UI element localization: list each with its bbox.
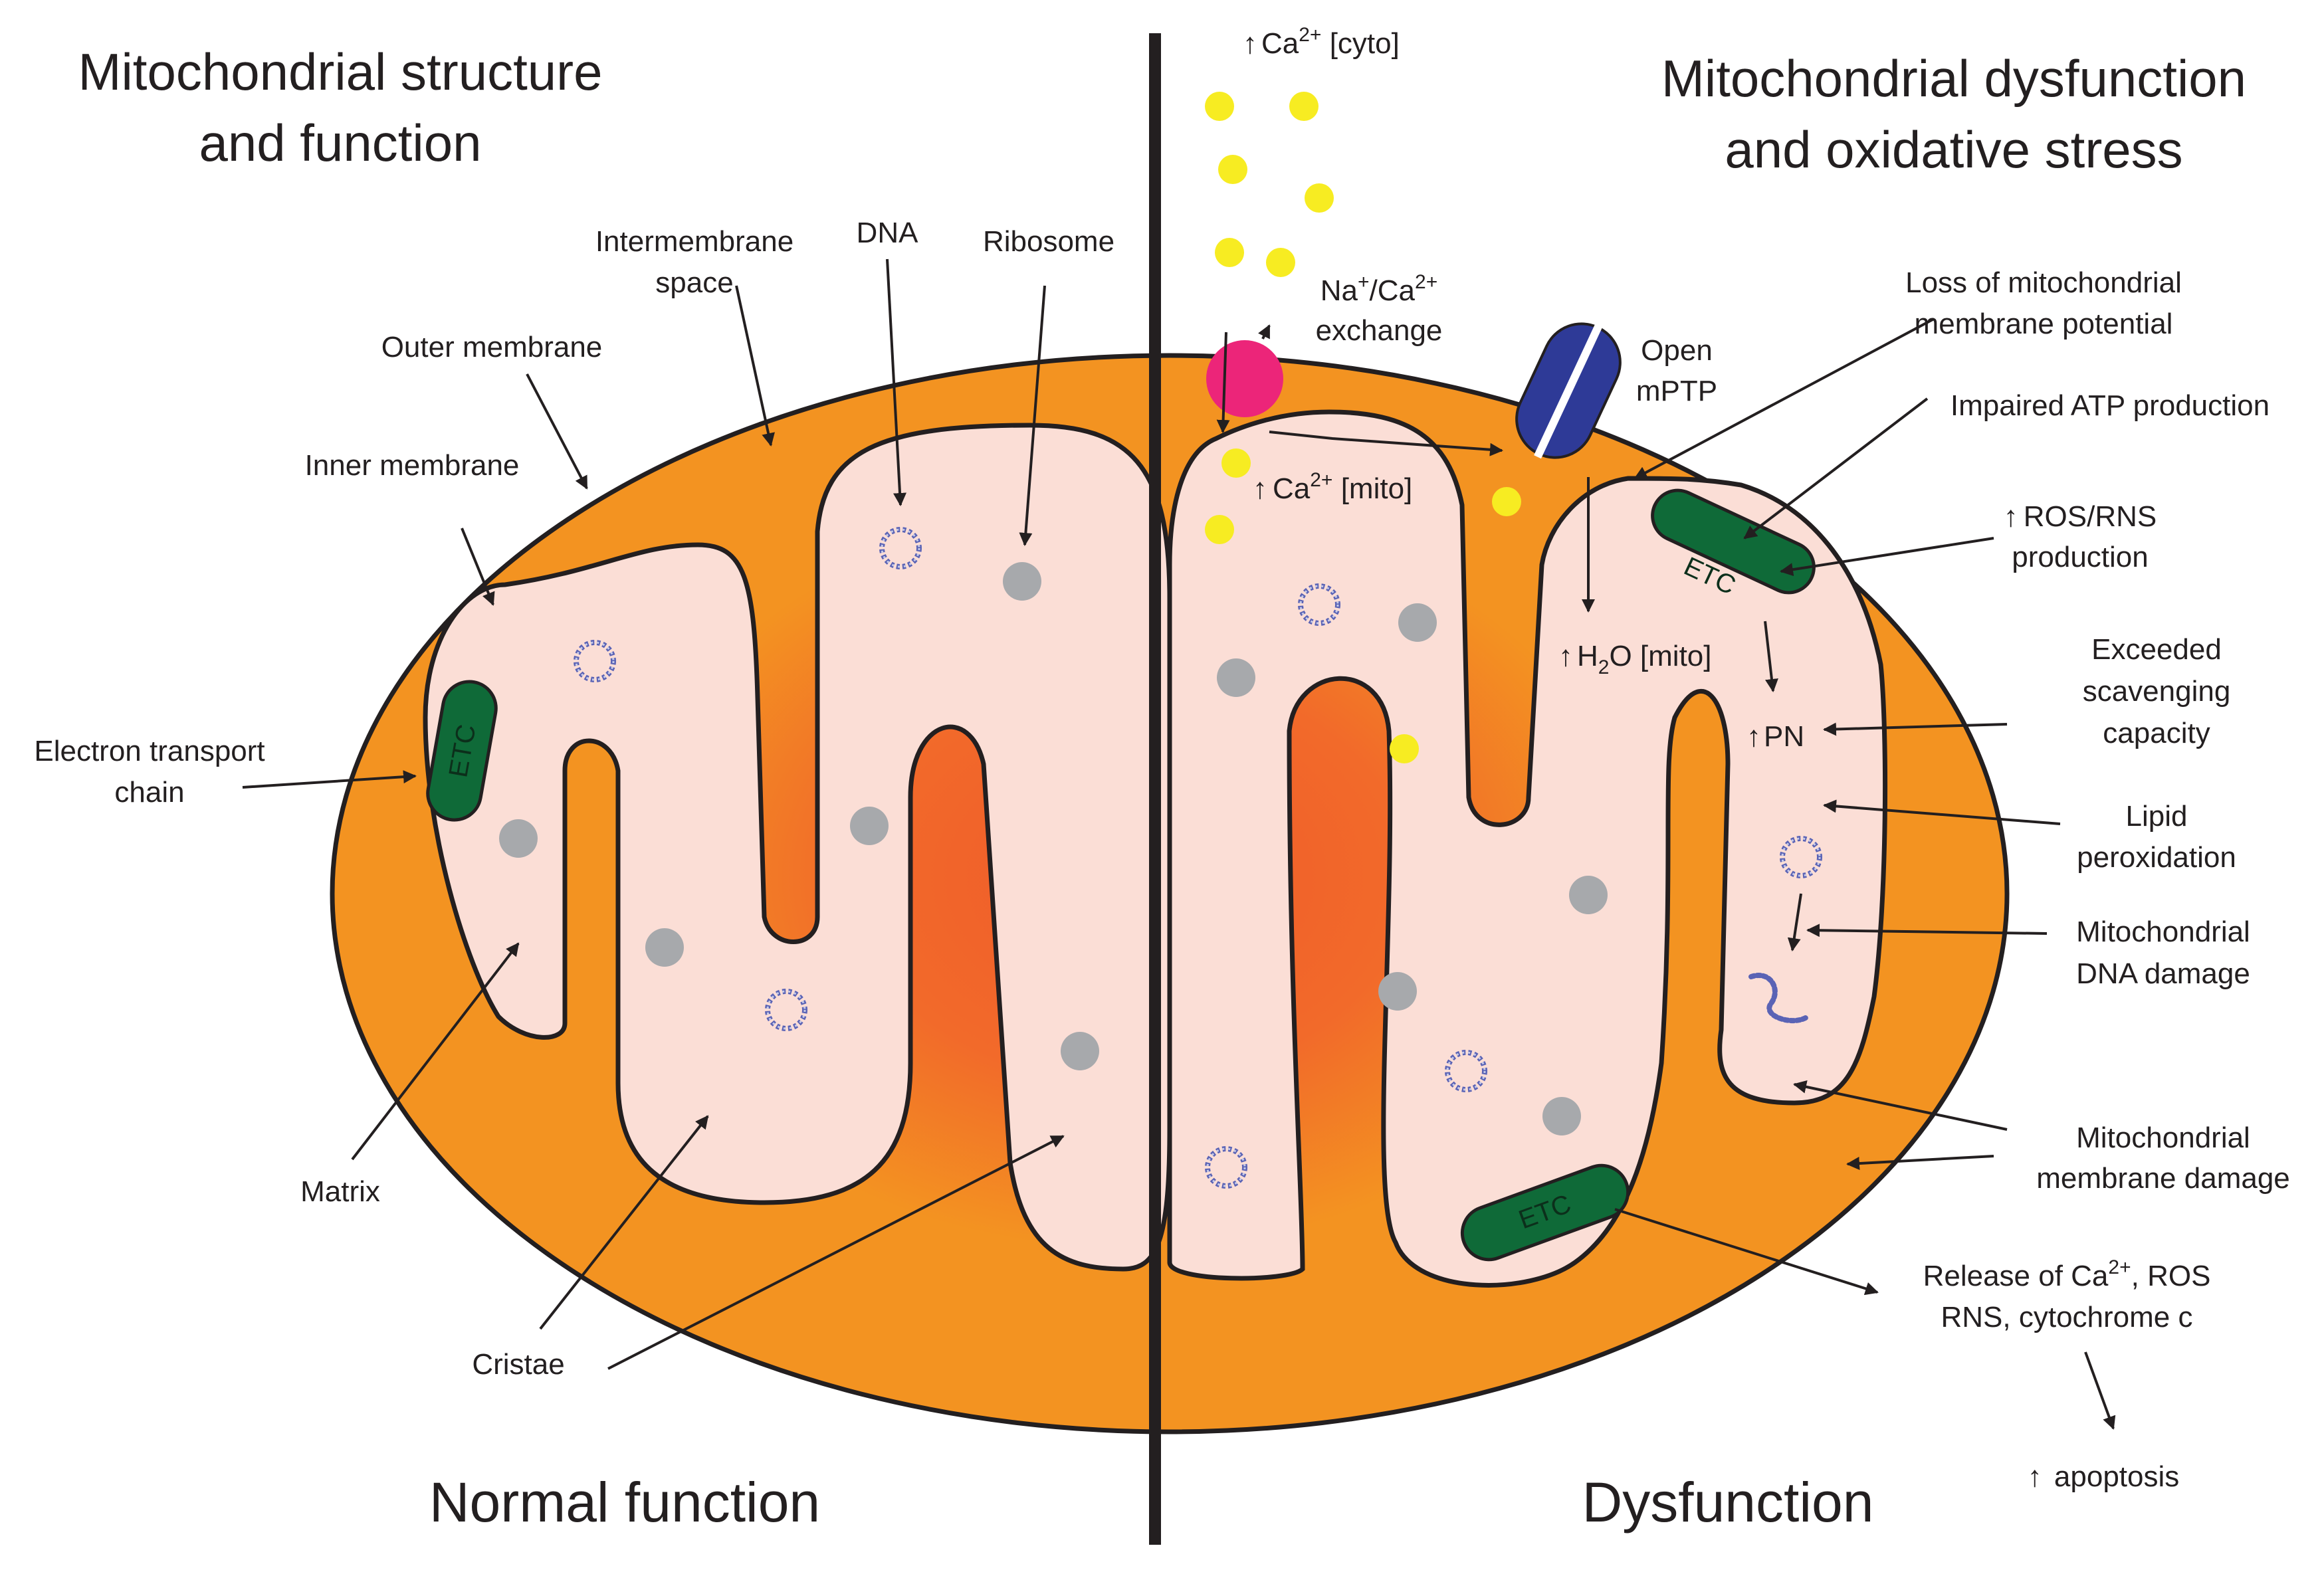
label-dna: DNA bbox=[857, 217, 919, 249]
ribosome bbox=[1217, 658, 1255, 697]
label-ca-cyto: ↑Ca2+ [cyto] bbox=[1243, 24, 1400, 60]
calcium-ion bbox=[1218, 155, 1247, 184]
label-fragment: 2+ bbox=[1415, 271, 1437, 293]
calcium-ion bbox=[1492, 487, 1521, 516]
label-apoptosis: ↑ apoptosis bbox=[2028, 1460, 2180, 1493]
label-ribosome: Ribosome bbox=[983, 225, 1114, 258]
label-fragment: , ROS bbox=[2131, 1260, 2211, 1292]
label-release-2: RNS, cytochrome c bbox=[1941, 1301, 2193, 1333]
ribosome bbox=[1542, 1097, 1581, 1135]
label-h2o: ↑H2O [mito] bbox=[1558, 640, 1712, 678]
left-footer: Normal function bbox=[429, 1471, 820, 1533]
label-fragment: Ca bbox=[1261, 27, 1299, 60]
label-fragment: O [mito] bbox=[1609, 640, 1711, 672]
calcium-ion bbox=[1305, 183, 1334, 213]
calcium-ion bbox=[1215, 238, 1244, 267]
right-title-line1: Mitochondrial dysfunction bbox=[1661, 49, 2246, 108]
label-etc-2: chain bbox=[114, 776, 184, 809]
label-fragment: H bbox=[1577, 640, 1598, 672]
label-naca-2: exchange bbox=[1316, 314, 1443, 347]
label-inner-membrane: Inner membrane bbox=[305, 449, 520, 482]
left-title-line2: and function bbox=[199, 114, 481, 172]
damaged-dna bbox=[1748, 973, 1810, 1024]
ribosome bbox=[1061, 1032, 1099, 1070]
ribosome bbox=[645, 928, 684, 967]
label-impaired-atp: Impaired ATP production bbox=[1951, 389, 2270, 422]
label-loss-1: Loss of mitochondrial bbox=[1905, 266, 2182, 299]
label-fragment: 2+ bbox=[2108, 1256, 2131, 1278]
na-ca-exchanger bbox=[1206, 340, 1283, 417]
calcium-ion bbox=[1266, 248, 1295, 277]
label-ros-2: production bbox=[2012, 541, 2148, 573]
label-fragment: Ca bbox=[1273, 472, 1311, 505]
label-fragment: [mito] bbox=[1332, 472, 1412, 505]
label-fragment: Release of Ca bbox=[1923, 1260, 2109, 1292]
label-release-1: Release of Ca2+, ROS bbox=[1923, 1256, 2211, 1292]
calcium-ions bbox=[1205, 92, 1521, 763]
label-fragment: PN bbox=[1764, 720, 1804, 753]
label-fragment: 2 bbox=[1598, 656, 1610, 678]
label-loss-2: membrane potential bbox=[1915, 308, 2173, 340]
label-open: Open bbox=[1641, 334, 1713, 367]
label-outer-membrane: Outer membrane bbox=[381, 331, 603, 363]
label-fragment: ↑ bbox=[1243, 27, 1257, 60]
ribosome bbox=[1569, 876, 1608, 914]
calcium-ion bbox=[1205, 92, 1234, 121]
ribosome bbox=[1003, 562, 1041, 601]
calcium-ion bbox=[1221, 448, 1251, 478]
right-footer: Dysfunction bbox=[1582, 1471, 1874, 1533]
label-fragment: 2+ bbox=[1310, 469, 1332, 491]
left-title-line1: Mitochondrial structure bbox=[78, 43, 603, 101]
label-fragment: /Ca bbox=[1370, 274, 1416, 307]
label-ros-1: ↑ROS/RNS bbox=[2004, 500, 2157, 533]
label-mptp: mPTP bbox=[1636, 375, 1717, 407]
right-title-line2: and oxidative stress bbox=[1725, 120, 2182, 179]
label-fragment: + bbox=[1358, 271, 1370, 293]
label-fragment: ↑ bbox=[1746, 720, 1761, 753]
calcium-ion bbox=[1289, 92, 1319, 121]
label-fragment: ↑ bbox=[1558, 640, 1573, 672]
label-intermembrane-1: Intermembrane bbox=[595, 225, 793, 258]
etc-right-top: ETC bbox=[1651, 488, 1816, 601]
label-mtmem-1: Mitochondrial bbox=[2076, 1122, 2250, 1154]
label-naca-1: Na+/Ca2+ bbox=[1320, 271, 1437, 307]
label-fragment: ↑ bbox=[2004, 500, 2018, 533]
ribosome bbox=[850, 807, 889, 845]
label-etc-1: Electron transport bbox=[34, 735, 264, 767]
etc-left: ETC bbox=[426, 680, 498, 822]
label-fragment: 2+ bbox=[1299, 24, 1321, 46]
label-fragment: Na bbox=[1320, 274, 1358, 307]
right-matrix bbox=[1167, 409, 1888, 1288]
label-ca-mito: ↑Ca2+ [mito] bbox=[1253, 469, 1412, 505]
calcium-ion bbox=[1390, 734, 1419, 763]
etc-right-bottom: ETC bbox=[1460, 1163, 1630, 1262]
mptp-channel bbox=[1515, 322, 1622, 459]
label-lipid-1: Lipid bbox=[2126, 800, 2188, 833]
ribosome bbox=[1378, 972, 1417, 1011]
label-exceeded-2: scavenging bbox=[2083, 675, 2231, 708]
calcium-ion bbox=[1205, 515, 1234, 544]
ribosome bbox=[499, 819, 538, 858]
label-lipid-2: peroxidation bbox=[2077, 841, 2236, 874]
label-mtdna-1: Mitochondrial bbox=[2076, 916, 2250, 948]
label-exceeded-1: Exceeded bbox=[2091, 633, 2222, 666]
label-mtdna-2: DNA damage bbox=[2076, 957, 2250, 990]
label-mtmem-2: membrane damage bbox=[2036, 1162, 2290, 1195]
ribosomes bbox=[499, 562, 1608, 1135]
label-matrix: Matrix bbox=[300, 1175, 380, 1208]
ribosome bbox=[1398, 603, 1437, 642]
label-exceeded-3: capacity bbox=[2103, 717, 2210, 749]
label-fragment: ↑ bbox=[1253, 472, 1267, 505]
label-intermembrane-2: space bbox=[655, 266, 733, 299]
label-fragment: ROS/RNS bbox=[2024, 500, 2157, 533]
label-cristae: Cristae bbox=[472, 1348, 564, 1381]
label-fragment: [cyto] bbox=[1321, 27, 1399, 60]
label-fragment: ↑ bbox=[2028, 1460, 2042, 1493]
label-fragment: apoptosis bbox=[2046, 1460, 2180, 1493]
label-pn: ↑PN bbox=[1746, 720, 1804, 753]
arrows bbox=[242, 258, 2116, 1430]
